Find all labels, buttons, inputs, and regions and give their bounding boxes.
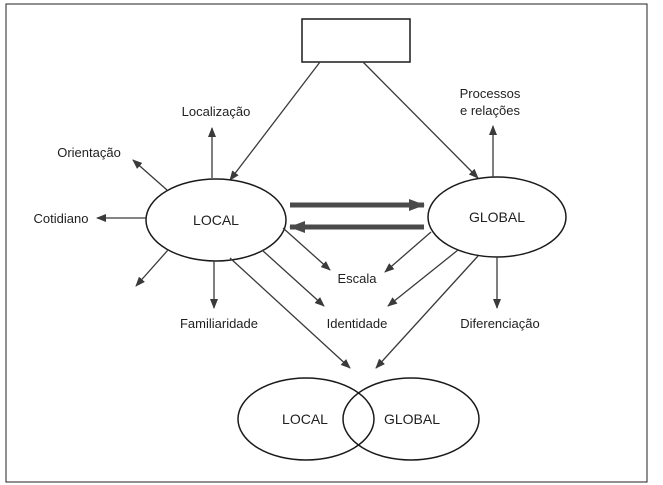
arrow-global-to-overlap <box>375 255 479 369</box>
arrow-local-to-overlap <box>229 257 351 369</box>
arrow-bottom-left <box>135 249 169 287</box>
label-processos-line1: Processos <box>460 86 521 101</box>
label-familiaridade: Familiaridade <box>180 316 258 331</box>
label-orientacao: Orientação <box>57 145 121 160</box>
overlap-local-label: LOCAL <box>282 411 328 427</box>
top-empty-box <box>301 18 411 63</box>
arrow-top-to-local <box>229 61 321 181</box>
arrow-top-to-global <box>362 61 479 179</box>
arrow-global-to-identidade <box>387 249 459 307</box>
label-escala: Escala <box>337 271 377 286</box>
label-cotidiano: Cotidiano <box>34 211 89 226</box>
arrow-to-orientacao <box>132 159 168 191</box>
arrow-local-to-identidade <box>261 249 325 307</box>
local-node <box>145 178 287 262</box>
label-processos-line2: e relações <box>460 103 520 118</box>
local-node-label: LOCAL <box>193 212 239 228</box>
overlap-global-label: GLOBAL <box>384 411 440 427</box>
arrow-local-to-escala <box>282 227 331 271</box>
overlap-global-ellipse <box>342 377 480 461</box>
global-node-label: GLOBAL <box>469 209 525 225</box>
overlap-local-ellipse <box>237 377 375 461</box>
label-diferenciacao: Diferenciação <box>460 316 540 331</box>
label-identidade: Identidade <box>327 316 388 331</box>
label-localizacao: Localização <box>182 104 251 119</box>
arrow-global-to-escala <box>384 231 432 273</box>
